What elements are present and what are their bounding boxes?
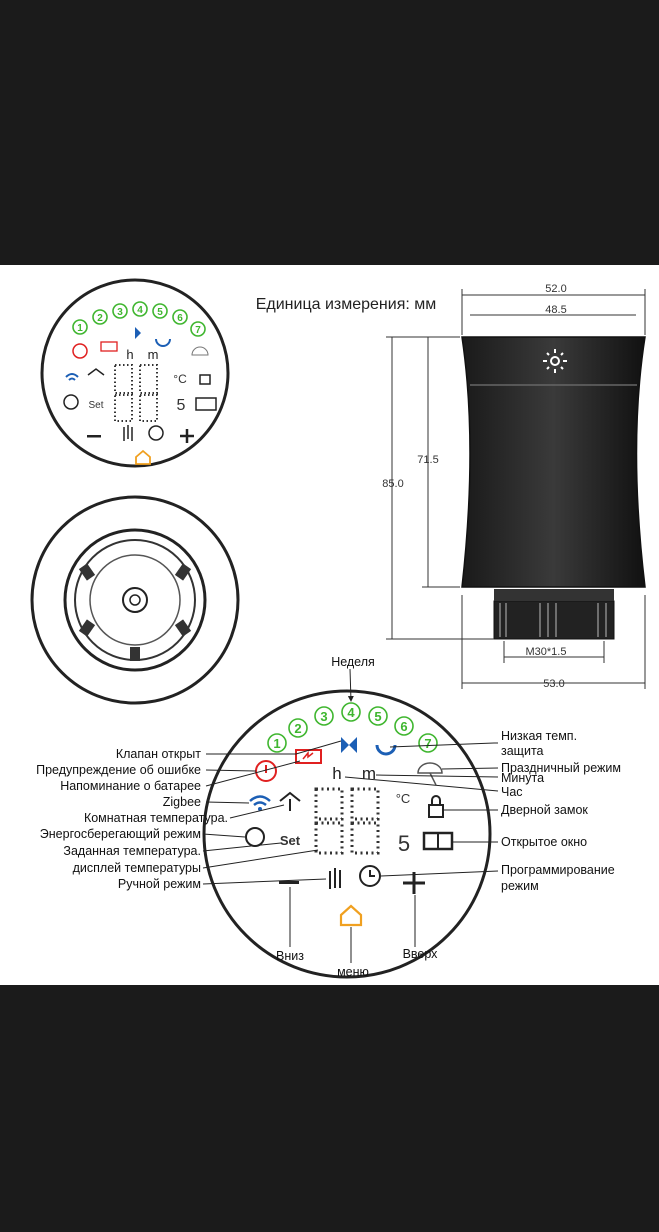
low-temp-valve-icon — [375, 744, 397, 756]
hour-mark-small: h — [126, 347, 133, 362]
svg-text:7: 7 — [195, 325, 201, 336]
dim-width-inner: 48.5 — [545, 304, 566, 316]
label-program-2: режим — [501, 879, 539, 893]
seconds-digit-small: 5 — [177, 397, 186, 414]
manual-hand-icon — [329, 868, 341, 889]
dim-width-base: 53.0 — [543, 678, 564, 690]
svg-text:1: 1 — [77, 323, 83, 334]
svg-text:4: 4 — [137, 305, 143, 316]
temperature-digits — [314, 787, 380, 855]
dim-height-total: 85.0 — [382, 478, 403, 490]
hour-mark: h — [332, 764, 341, 783]
label-hour: Час — [501, 785, 523, 799]
digits-small — [114, 364, 158, 422]
window-icon-small — [195, 397, 217, 411]
valve-icon-small — [135, 327, 141, 339]
label-up: Вверх — [403, 947, 439, 961]
clock-icon — [359, 865, 381, 887]
svg-text:5: 5 — [157, 307, 163, 318]
label-valve-open: Клапан открыт — [116, 747, 201, 761]
error-icon-small — [72, 343, 88, 359]
label-door-lock: Дверной замок — [501, 803, 588, 817]
set-mark-small: Set — [88, 400, 103, 411]
label-low-temp-1: Низкая темп. — [501, 729, 577, 743]
hand-icon-small — [123, 425, 133, 441]
holiday-icon-small — [191, 346, 209, 356]
svg-text:6: 6 — [177, 313, 183, 324]
sun-icon — [543, 349, 567, 373]
plus-button-small — [180, 429, 194, 443]
celsius-mark-small: °C — [173, 372, 187, 386]
holiday-icon — [417, 762, 443, 774]
seconds-digit: 5 — [398, 831, 410, 856]
svg-text:5: 5 — [374, 709, 381, 724]
svg-text:3: 3 — [320, 709, 327, 724]
label-error-warning: Предупреждение об ошибке — [36, 763, 201, 777]
units-title: Единица измерения: мм — [256, 296, 437, 313]
lock-icon — [428, 804, 444, 818]
clock-icon-small — [148, 425, 164, 441]
leader-lines — [202, 668, 499, 963]
label-room-temp: Комнатная температура. — [84, 811, 228, 825]
valve-icon — [341, 737, 357, 753]
menu-icon-small — [135, 449, 151, 465]
label-program-1: Программирование — [501, 863, 615, 877]
eco-icon-small — [63, 394, 79, 410]
thread-base — [493, 600, 615, 640]
top-display: 1 2 3 4 5 6 7 h m °C 5 Set — [40, 278, 230, 468]
snowflake-valve-icon-small — [155, 338, 171, 347]
minute-mark-small: m — [148, 347, 159, 362]
label-temp-display: дисплей температуры — [73, 861, 201, 875]
svg-text:4: 4 — [347, 705, 355, 720]
label-zigbee: Zigbee — [163, 795, 201, 809]
label-open-window: Открытое окно — [501, 835, 587, 849]
svg-text:6: 6 — [400, 719, 407, 734]
dim-thread: M30*1.5 — [526, 646, 567, 658]
room-temp-icon-small — [87, 368, 105, 376]
svg-text:3: 3 — [117, 307, 123, 318]
label-minute: Минута — [501, 771, 544, 785]
dim-width-outer: 52.0 — [545, 283, 566, 295]
down-button-icon — [279, 881, 299, 884]
room-temp-icon — [279, 791, 301, 802]
label-week: Неделя — [331, 655, 375, 669]
side-view: Единица измерения: мм 52.0 48.5 — [256, 283, 646, 690]
label-down: Вниз — [276, 949, 304, 963]
diagram-svg: 1 2 3 4 5 6 7 h m °C 5 Set — [30, 278, 646, 979]
label-set-temp: Заданная температура. — [63, 844, 201, 858]
svg-text:1: 1 — [273, 736, 280, 751]
day-indicators-small: 1 2 3 4 5 6 7 — [72, 301, 206, 337]
label-battery-reminder: Напоминание о батарее — [60, 779, 201, 793]
label-manual-mode: Ручной режим — [118, 877, 201, 891]
back-view — [30, 495, 240, 705]
device-body — [461, 336, 646, 588]
label-holiday-mode: Праздничный режим — [501, 761, 621, 775]
lock-icon-small — [199, 374, 211, 385]
label-low-temp-2: защита — [501, 744, 544, 758]
diagram-panel: 1 2 3 4 5 6 7 h m °C 5 Set — [0, 265, 659, 985]
day-indicators: 1 2 3 4 5 6 7 — [267, 702, 438, 753]
battery-icon-small — [100, 341, 118, 352]
menu-icon — [339, 904, 363, 927]
minus-button-small — [87, 435, 101, 438]
label-eco-mode: Энергосберегающий режим — [40, 827, 201, 841]
svg-text:2: 2 — [294, 721, 301, 736]
label-menu: меню — [337, 965, 369, 979]
minute-mark: m — [362, 764, 376, 783]
up-button-icon — [403, 872, 425, 894]
svg-text:2: 2 — [97, 313, 103, 324]
svg-text:7: 7 — [424, 736, 431, 751]
wifi-icon — [249, 795, 271, 807]
annotated-display: 1 2 3 4 5 6 7 h m °C 5 Se — [202, 689, 492, 979]
set-mark: Set — [280, 833, 301, 848]
celsius-mark: °C — [396, 791, 411, 806]
wifi-icon-small — [65, 373, 79, 381]
dim-height-body: 71.5 — [417, 454, 438, 466]
